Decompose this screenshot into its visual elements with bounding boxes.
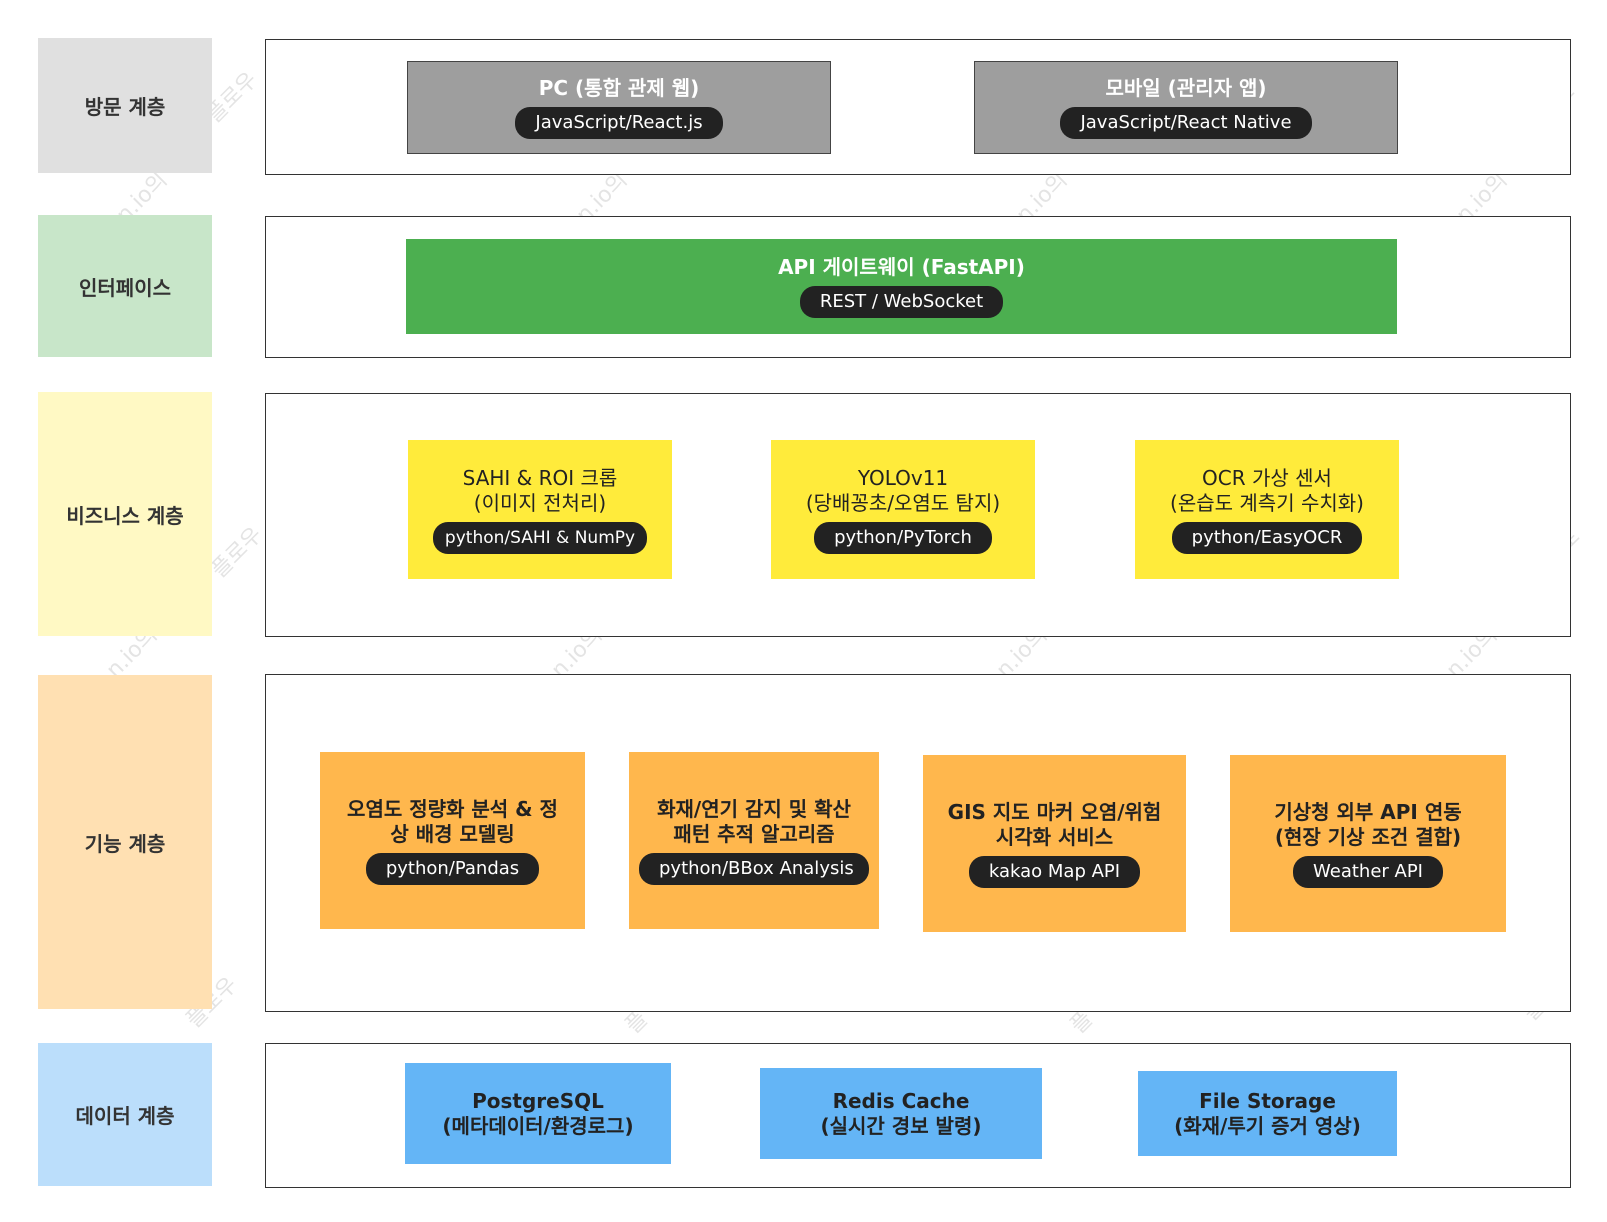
node-title: 모바일 (관리자 앱) — [1105, 76, 1267, 100]
tech-tag: JavaScript/React.js — [515, 107, 723, 139]
layer-label-business: 비즈니스 계층 — [38, 392, 212, 636]
node-title-line: (당배꽁초/오염도 탐지) — [805, 490, 1001, 515]
node-title-line: 패턴 추적 알고리즘 — [673, 821, 835, 846]
node-yolo: YOLOv11 (당배꽁초/오염도 탐지) python/PyTorch — [771, 440, 1035, 579]
node-title-line: (온습도 계측기 수치화) — [1170, 490, 1364, 515]
node-title-line: (화재/투기 증거 영상) — [1174, 1113, 1361, 1138]
node-title-line: (이미지 전처리) — [473, 490, 607, 515]
tech-tag: python/Pandas — [365, 852, 540, 885]
node-weather-api: 기상청 외부 API 연동 (현장 기상 조건 결합) Weather API — [1230, 755, 1506, 932]
node-title-line: 시각화 서비스 — [995, 824, 1114, 849]
node-title-line: YOLOv11 — [857, 465, 949, 490]
node-title-line: 상 배경 모델링 — [390, 821, 515, 846]
node-file-storage: File Storage (화재/투기 증거 영상) — [1138, 1071, 1397, 1156]
tech-tag: REST / WebSocket — [799, 286, 1004, 318]
node-title-line: (현장 기상 조건 결합) — [1274, 824, 1462, 849]
layer-label-data: 데이터 계층 — [38, 1043, 212, 1186]
node-title: PC (통합 관제 웹) — [538, 76, 700, 100]
node-postgresql: PostgreSQL (메타데이터/환경로그) — [405, 1063, 671, 1164]
layer-label-function: 기능 계층 — [38, 675, 212, 1009]
watermark: 플로우 — [206, 522, 268, 584]
node-title-line: GIS 지도 마커 오염/위험 — [947, 799, 1162, 824]
tech-tag: python/PyTorch — [814, 521, 992, 554]
tech-tag: kakao Map API — [968, 855, 1141, 888]
node-redis-cache: Redis Cache (실시간 경보 발령) — [760, 1068, 1042, 1159]
node-title-line: (실시간 경보 발령) — [820, 1113, 982, 1138]
node-ocr: OCR 가상 센서 (온습도 계측기 수치화) python/EasyOCR — [1135, 440, 1399, 579]
node-title-line: File Storage — [1199, 1088, 1336, 1113]
node-mobile-app: 모바일 (관리자 앱) JavaScript/React Native — [974, 61, 1398, 154]
tech-tag: Weather API — [1293, 855, 1443, 888]
node-pollution-analysis: 오염도 정량화 분석 & 정 상 배경 모델링 python/Pandas — [320, 752, 585, 929]
node-gis-map: GIS 지도 마커 오염/위험 시각화 서비스 kakao Map API — [923, 755, 1186, 932]
node-fire-detection: 화재/연기 감지 및 확산 패턴 추적 알고리즘 python/BBox Ana… — [629, 752, 879, 929]
layer-label-interface: 인터페이스 — [38, 215, 212, 357]
node-title-line: 오염도 정량화 분석 & 정 — [347, 796, 558, 821]
node-title-line: Redis Cache — [832, 1088, 970, 1113]
tech-tag: JavaScript/React Native — [1060, 107, 1312, 139]
node-sahi-roi: SAHI & ROI 크롭 (이미지 전처리) python/SAHI & Nu… — [408, 440, 672, 579]
node-title-line: OCR 가상 센서 — [1202, 465, 1332, 490]
node-title-line: 화재/연기 감지 및 확산 — [657, 796, 851, 821]
node-title-line: PostgreSQL — [472, 1088, 604, 1113]
tech-tag: python/EasyOCR — [1171, 521, 1363, 554]
node-title-line: (메타데이터/환경로그) — [442, 1113, 634, 1138]
node-title: API 게이트웨이 (FastAPI) — [778, 255, 1025, 279]
node-title-line: 기상청 외부 API 연동 — [1274, 799, 1462, 824]
tech-tag: python/SAHI & NumPy — [432, 521, 648, 554]
node-api-gateway: API 게이트웨이 (FastAPI) REST / WebSocket — [406, 239, 1397, 334]
layer-label-visit: 방문 계층 — [38, 38, 212, 173]
tech-tag: python/BBox Analysis — [639, 852, 869, 885]
node-title-line: SAHI & ROI 크롭 — [462, 465, 618, 490]
node-pc-web: PC (통합 관제 웹) JavaScript/React.js — [407, 61, 831, 154]
